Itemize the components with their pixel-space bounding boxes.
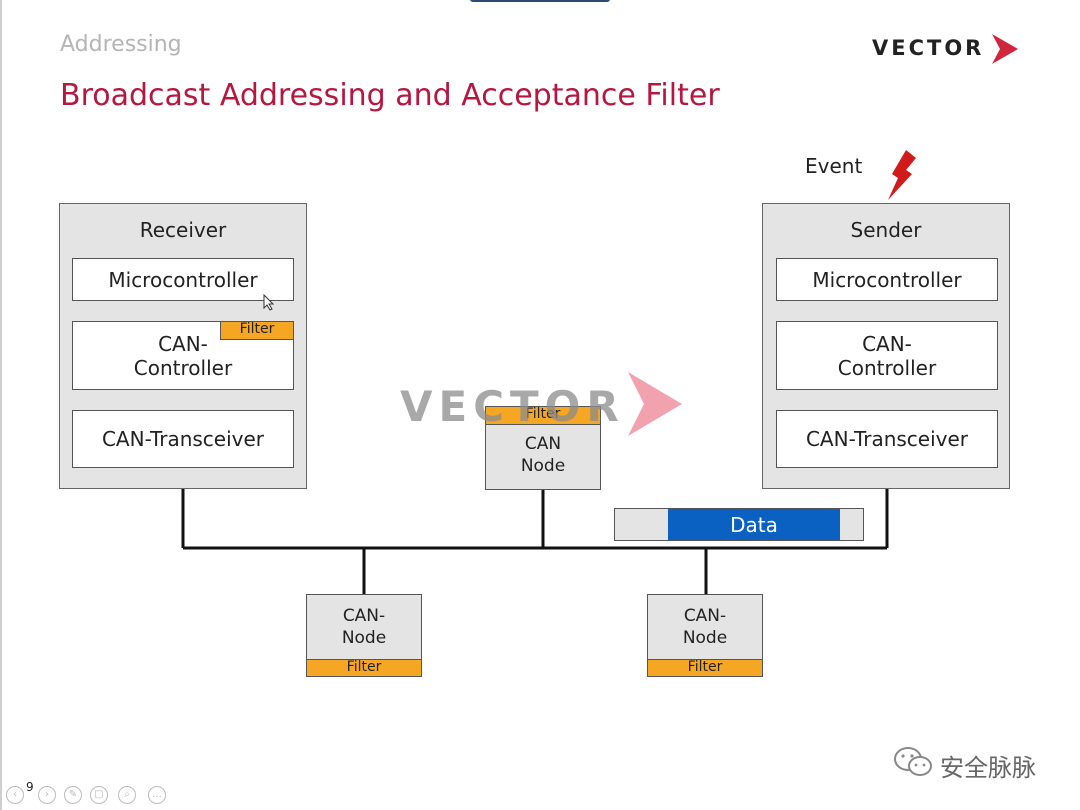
event-label: Event — [805, 154, 863, 178]
receiver-controller-line1: CAN- — [158, 331, 208, 356]
bottom-node-2-line1: CAN- — [683, 605, 727, 626]
middle-node-line2: Node — [520, 456, 566, 476]
sender-controller-line1: CAN- — [862, 331, 912, 356]
bottom-node-2-filter: Filter — [647, 659, 763, 677]
bottom-node-1-line2: Node — [341, 627, 387, 648]
sender-can-transceiver: CAN-Transceiver — [776, 410, 998, 468]
receiver-filter: Filter — [220, 321, 294, 340]
watermark-chevron-icon — [628, 372, 682, 436]
section-label: Addressing — [60, 32, 182, 57]
slide-left-border — [0, 0, 2, 810]
bottom-node-1-filter: Filter — [306, 659, 422, 677]
sender-microcontroller: Microcontroller — [776, 258, 998, 301]
page-number: 9 — [26, 780, 34, 794]
bottom-node-2-line2: Node — [682, 627, 728, 648]
middle-node-line1: CAN — [524, 434, 562, 454]
data-label: Data — [730, 512, 778, 537]
wechat-icon — [894, 747, 932, 776]
receiver-title: Receiver — [139, 218, 227, 242]
next-slide-icon[interactable]: › — [38, 786, 56, 804]
data-block: Data — [668, 509, 840, 540]
sender-transceiver-label: CAN-Transceiver — [805, 427, 969, 451]
slides-icon[interactable]: ▢ — [90, 786, 108, 804]
wechat-account-text: 安全脉脉 — [940, 754, 1036, 782]
receiver-transceiver-label: CAN-Transceiver — [101, 427, 265, 451]
receiver-can-transceiver: CAN-Transceiver — [72, 410, 294, 468]
sender-can-controller: CAN- Controller — [776, 321, 998, 390]
sender-microcontroller-label: Microcontroller — [812, 267, 962, 292]
mouse-cursor-icon — [263, 294, 275, 311]
receiver-microcontroller-label: Microcontroller — [108, 267, 258, 292]
vector-watermark: VECTOR — [400, 382, 625, 431]
sender-controller-line2: Controller — [837, 355, 937, 380]
pen-icon[interactable]: ✎ — [64, 786, 82, 804]
slide-title: Broadcast Addressing and Acceptance Filt… — [60, 78, 720, 113]
sender-title: Sender — [850, 218, 922, 242]
vector-logo-text: VECTOR — [872, 36, 985, 60]
lightning-bolt-icon — [888, 150, 916, 200]
bottom-node-1-line1: CAN- — [342, 605, 386, 626]
vector-watermark-text: VECTOR — [400, 382, 625, 431]
middle-node-filter: Filter — [485, 406, 601, 425]
prev-slide-icon[interactable]: ‹ — [6, 786, 24, 804]
more-options-icon[interactable]: … — [148, 786, 166, 804]
receiver-controller-line2: Controller — [133, 355, 233, 380]
top-tab[interactable] — [470, 0, 610, 2]
vector-chevron-icon — [992, 34, 1018, 64]
receiver-microcontroller: Microcontroller — [72, 258, 294, 301]
vector-logo: VECTOR — [872, 34, 1018, 64]
zoom-icon[interactable]: ⌕ — [118, 786, 136, 804]
